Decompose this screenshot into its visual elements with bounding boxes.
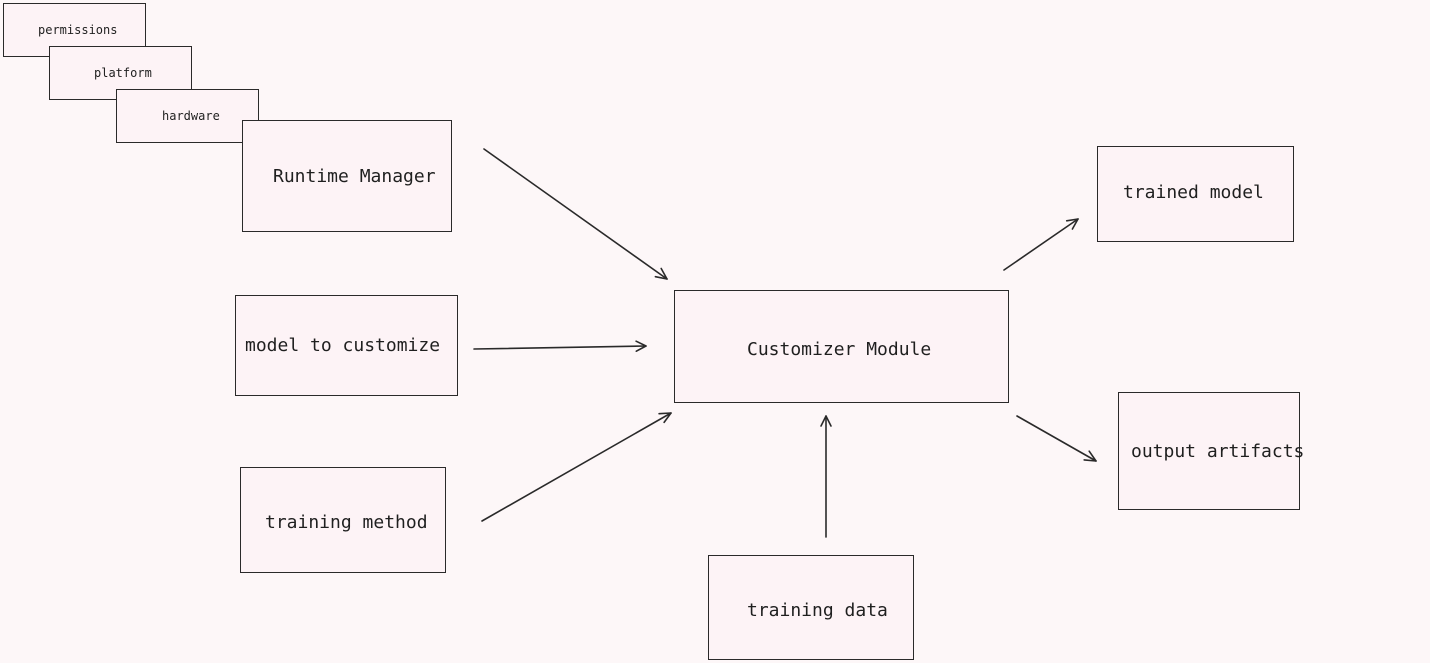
model-to-customize-box: model to customize <box>235 295 458 396</box>
arrow-customizer-to-trained-model <box>1003 218 1079 271</box>
runtime-manager-label: Runtime Manager <box>273 166 436 187</box>
trained-model-label: trained model <box>1123 182 1264 203</box>
training-data-label: training data <box>747 600 888 621</box>
permissions-label: permissions <box>38 23 118 37</box>
arrow-model-to-customizer <box>473 340 647 353</box>
model-to-customize-label: model to customize <box>245 335 441 356</box>
customizer-module-label: Customizer Module <box>747 339 932 360</box>
customizer-module-box: Customizer Module <box>674 290 1009 403</box>
arrow-customizer-to-output-artifacts <box>1016 415 1097 462</box>
hardware-label: hardware <box>162 109 220 123</box>
training-data-box: training data <box>708 555 914 660</box>
arrow-data-to-customizer <box>820 415 832 538</box>
platform-label: platform <box>94 66 152 80</box>
trained-model-box: trained model <box>1097 146 1294 242</box>
arrow-runtime-to-customizer <box>483 148 668 280</box>
output-artifacts-label: output artifacts <box>1131 441 1305 462</box>
hardware-box: hardware <box>116 89 259 143</box>
training-method-label: training method <box>265 512 428 533</box>
arrow-method-to-customizer <box>481 412 672 522</box>
output-artifacts-box: output artifacts <box>1118 392 1304 510</box>
training-method-box: training method <box>240 467 446 573</box>
runtime-manager-box: Runtime Manager <box>242 120 452 232</box>
